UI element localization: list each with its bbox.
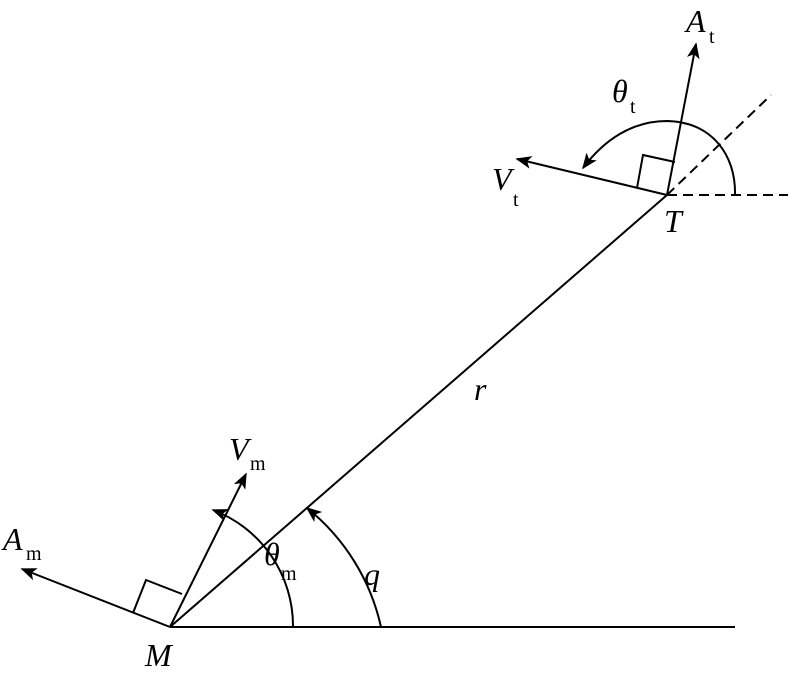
- missile-label: M: [144, 637, 174, 673]
- target-accel-label: A t: [684, 3, 715, 48]
- los-angle-label: q: [364, 556, 380, 592]
- missile-accel-arrow: [20, 568, 171, 628]
- svg-text:t: t: [513, 189, 519, 211]
- svg-text:θ: θ: [612, 73, 628, 109]
- svg-text:m: m: [250, 453, 266, 475]
- svg-text:t: t: [630, 96, 636, 118]
- target-label: T: [664, 203, 684, 239]
- svg-text:θ: θ: [264, 536, 280, 572]
- svg-text:A: A: [1, 521, 23, 557]
- target-heading-label: θ t: [612, 73, 636, 118]
- svg-text:m: m: [26, 543, 42, 565]
- missile-heading-arc: [211, 509, 295, 628]
- missile-heading-label: θ m: [264, 536, 297, 585]
- missile-velocity-label: V m: [229, 431, 266, 475]
- svg-text:t: t: [709, 26, 715, 48]
- svg-text:m: m: [281, 563, 297, 585]
- missile-velocity-arrow: [169, 472, 247, 628]
- line-of-sight: [169, 194, 668, 628]
- svg-text:V: V: [492, 161, 515, 197]
- svg-text:V: V: [229, 431, 252, 467]
- target-velocity-label: V t: [492, 161, 519, 211]
- missile-accel-label: A m: [1, 521, 42, 565]
- target-velocity-arrow: [515, 156, 668, 196]
- missile-right-angle-marker: [132, 578, 183, 614]
- target-accel-arrow: [666, 42, 700, 196]
- range-label: r: [474, 371, 487, 407]
- los-angle-arc: [305, 506, 382, 628]
- svg-text:A: A: [684, 3, 706, 39]
- target-heading-arc: [582, 119, 737, 196]
- target-right-angle-marker: [636, 153, 676, 189]
